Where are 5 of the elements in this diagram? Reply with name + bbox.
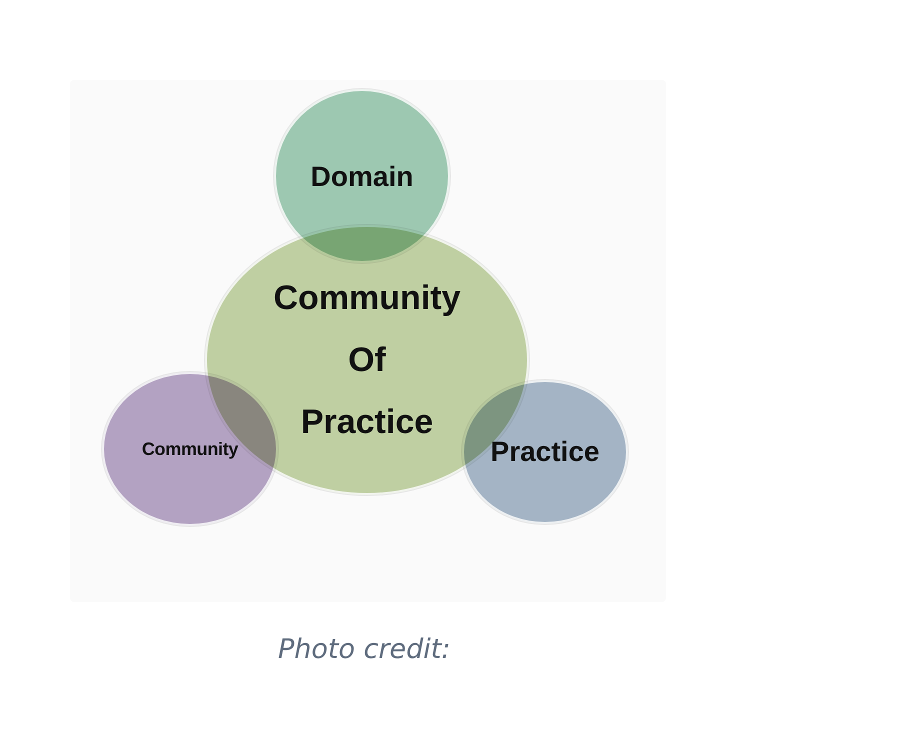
caption: Photo credit: xyxy=(278,634,450,665)
node-label: Domain xyxy=(310,160,414,194)
node-label: Community xyxy=(140,438,240,460)
node-label: Community Of Practice xyxy=(272,278,462,443)
node-label: Practice xyxy=(490,435,600,469)
